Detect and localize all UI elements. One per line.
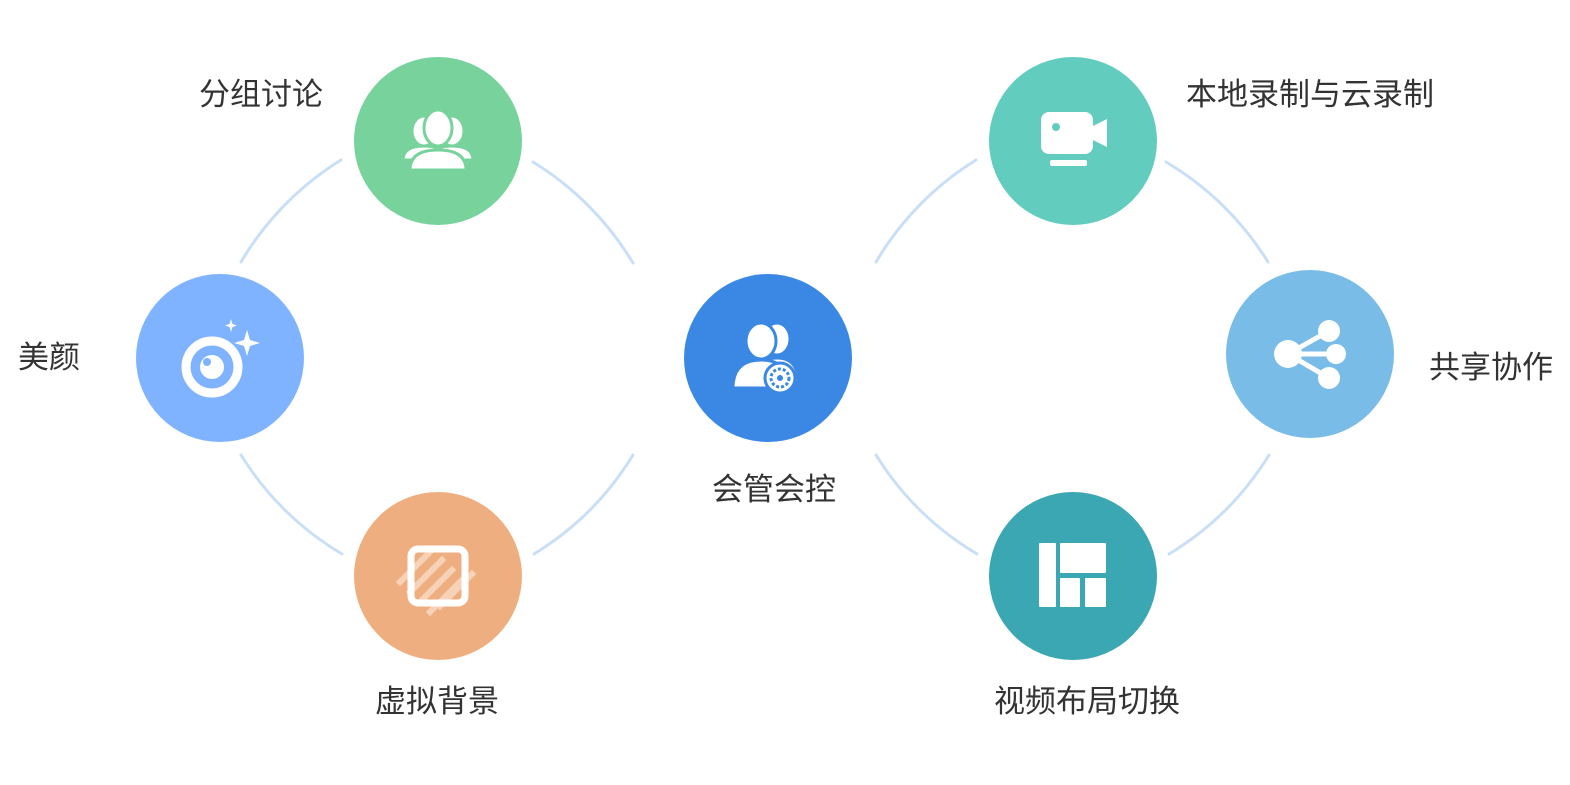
virtual-background-circle: [354, 492, 522, 660]
beauty-camera-icon: [181, 319, 260, 398]
user-gear-icon: [731, 321, 800, 395]
feature-video-layout: [989, 492, 1157, 660]
arc-right-top-left: [874, 158, 978, 264]
group-users-icon: [401, 108, 475, 172]
label-beauty: 美颜: [18, 340, 80, 376]
label-video-layout: 视频布局切换: [994, 684, 1180, 720]
label-group-discussion: 分组讨论: [199, 77, 323, 113]
video-layout-circle: [989, 492, 1157, 660]
arc-left-top-right: [531, 160, 635, 265]
arc-left-bottom-left: [239, 453, 344, 556]
feature-beauty: [136, 274, 304, 442]
label-meeting-control: 会管会控: [712, 472, 836, 508]
arc-right-bottom-right: [1167, 453, 1271, 556]
arc-right-bottom-left: [874, 453, 979, 556]
label-recording: 本地录制与云录制: [1186, 77, 1434, 113]
feature-recording: [989, 57, 1157, 225]
label-virtual-background: 虚拟背景: [375, 684, 499, 720]
layout-icon: [1039, 543, 1106, 607]
arc-left-bottom-right: [532, 453, 635, 556]
arc-right-top-right: [1164, 160, 1270, 264]
feature-meeting-control: [684, 274, 852, 442]
feature-virtual-background: [354, 492, 522, 660]
label-share: 共享协作: [1429, 350, 1553, 386]
share-icon: [1274, 320, 1346, 389]
beauty-circle: [136, 274, 304, 442]
video-record-icon: [1041, 112, 1107, 166]
virtual-background-icon: [395, 545, 477, 617]
arc-left-top-left: [239, 158, 343, 264]
feature-share: [1226, 270, 1394, 438]
feature-group-discussion: [354, 57, 522, 225]
connector-arcs: [239, 158, 1271, 556]
